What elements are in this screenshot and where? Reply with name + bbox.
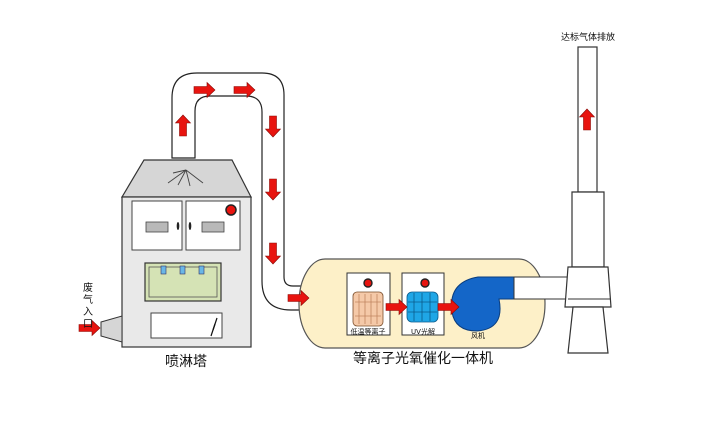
exhaust-inlet-label: 废 气 入 口	[83, 281, 93, 330]
uv-module	[406, 291, 439, 323]
exhaust-char: 入	[83, 307, 93, 318]
uv-label: UV光解	[411, 327, 435, 336]
nozzle-icon	[160, 265, 205, 275]
exhaust-char: 废	[83, 281, 93, 294]
chimney	[564, 46, 612, 354]
exhaust-char: 气	[83, 293, 93, 306]
plasma-module	[352, 291, 384, 327]
integrated-unit	[298, 258, 569, 349]
integrated-unit-label: 等离子光氧催化一体机	[353, 350, 493, 367]
door-handle-icon	[176, 222, 192, 230]
indicator-light-icon	[420, 278, 430, 288]
fan-label: 风机	[471, 331, 485, 340]
spray-tower-label: 喷淋塔	[165, 354, 207, 370]
exhaust-char: 口	[83, 319, 93, 330]
fan-icon	[451, 276, 515, 332]
nozzle-icon	[167, 169, 204, 187]
indicator-light-icon	[225, 204, 237, 216]
spray-tower	[100, 159, 252, 348]
plasma-label: 低温等离子	[351, 327, 386, 336]
indicator-light-icon	[363, 278, 373, 288]
discharge-label: 达标气体排放	[561, 31, 615, 43]
